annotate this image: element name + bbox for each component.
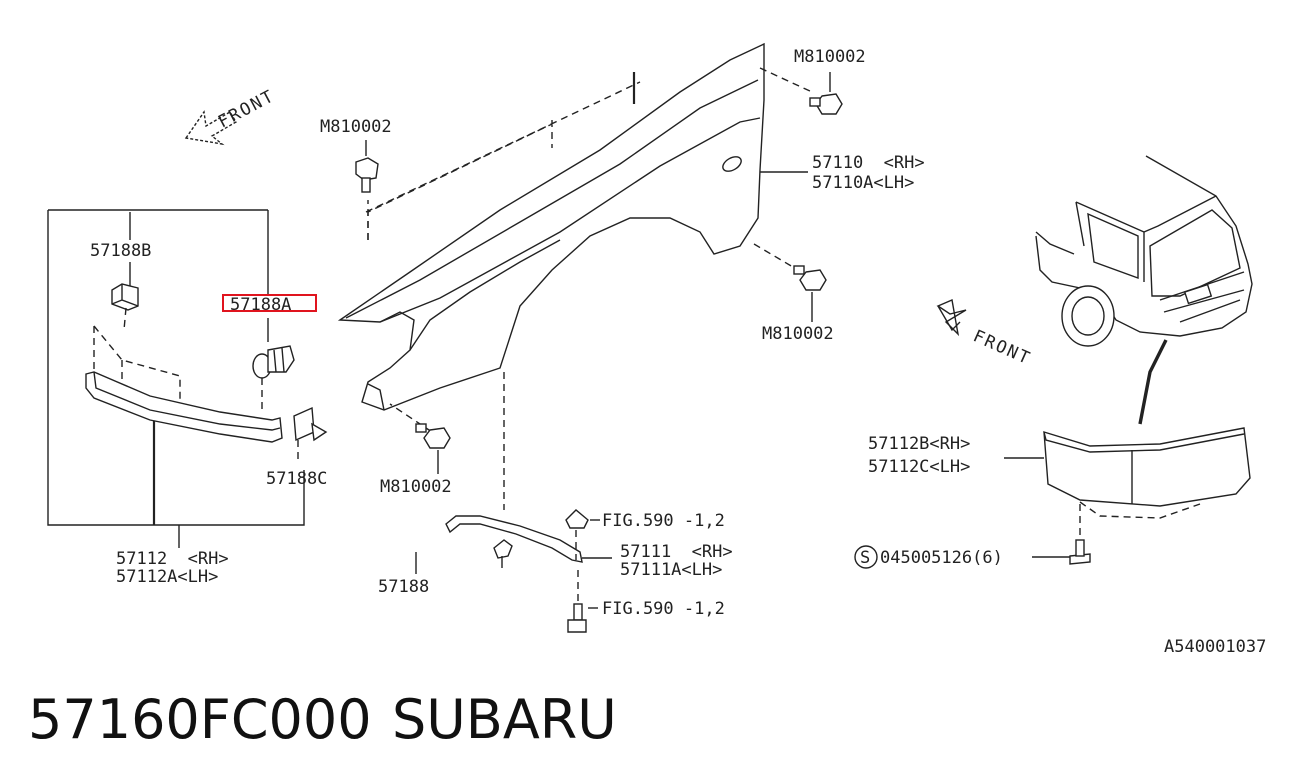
label-m810002-top-right: M810002	[794, 47, 866, 67]
label-diagram-code: A540001037	[1164, 637, 1266, 657]
bolt-icon-c	[793, 265, 827, 291]
label-57188: 57188	[378, 577, 429, 597]
label-fig590-top: FIG.590 -1,2	[602, 511, 725, 531]
front-label-top: FRONT	[215, 86, 278, 132]
nut-icon-fig1	[565, 509, 589, 529]
label-57188c: 57188C	[266, 469, 327, 489]
label-57111: 57111 <RH>	[620, 542, 733, 562]
bumper-cover-57112b	[1043, 427, 1251, 519]
label-57110: 57110 <RH>	[812, 153, 925, 173]
bolt-icon-fig2	[567, 603, 587, 633]
label-57112a: 57112A<LH>	[116, 567, 218, 587]
label-m810002-bottom: M810002	[380, 477, 452, 497]
car-illustration	[1035, 155, 1253, 347]
clip-57188c	[293, 406, 328, 442]
label-m810002-right: M810002	[762, 324, 834, 344]
label-screw-code: 045005126(6)	[880, 548, 1003, 568]
label-57111a: 57111A<LH>	[620, 560, 722, 580]
front-arrow-car-icon	[936, 299, 967, 337]
label-57112: 57112 <RH>	[116, 549, 229, 569]
screw-symbol: S	[860, 548, 870, 568]
inset-box	[47, 209, 305, 548]
label-57188a: 57188A	[230, 295, 291, 315]
label-57188b: 57188B	[90, 241, 151, 261]
footer-part-number: 57160FC000	[28, 688, 372, 751]
highlight-box	[222, 294, 317, 312]
label-fig590-bottom: FIG.590 -1,2	[602, 599, 725, 619]
label-m810002-top-left: M810002	[320, 117, 392, 137]
bolt-icon-d	[415, 423, 451, 449]
label-57112b: 57112B<RH>	[868, 434, 970, 454]
clip-57188	[493, 539, 513, 568]
footer-brand: SUBARU	[392, 688, 617, 751]
s-symbol-icon	[854, 545, 878, 569]
bolt-icon-a	[355, 157, 379, 193]
bolt-icon-b	[809, 93, 843, 115]
label-57110a: 57110A<LH>	[812, 173, 914, 193]
bumper-bracket-57112	[85, 371, 283, 443]
clip-57188b	[111, 283, 139, 311]
fender-brace-57111	[445, 515, 583, 563]
label-57112c: 57112C<LH>	[868, 457, 970, 477]
front-label-car: FRONT	[970, 326, 1034, 369]
fender-57110	[337, 42, 765, 411]
clip-57188a	[252, 345, 295, 379]
screw-icon	[1069, 539, 1091, 565]
